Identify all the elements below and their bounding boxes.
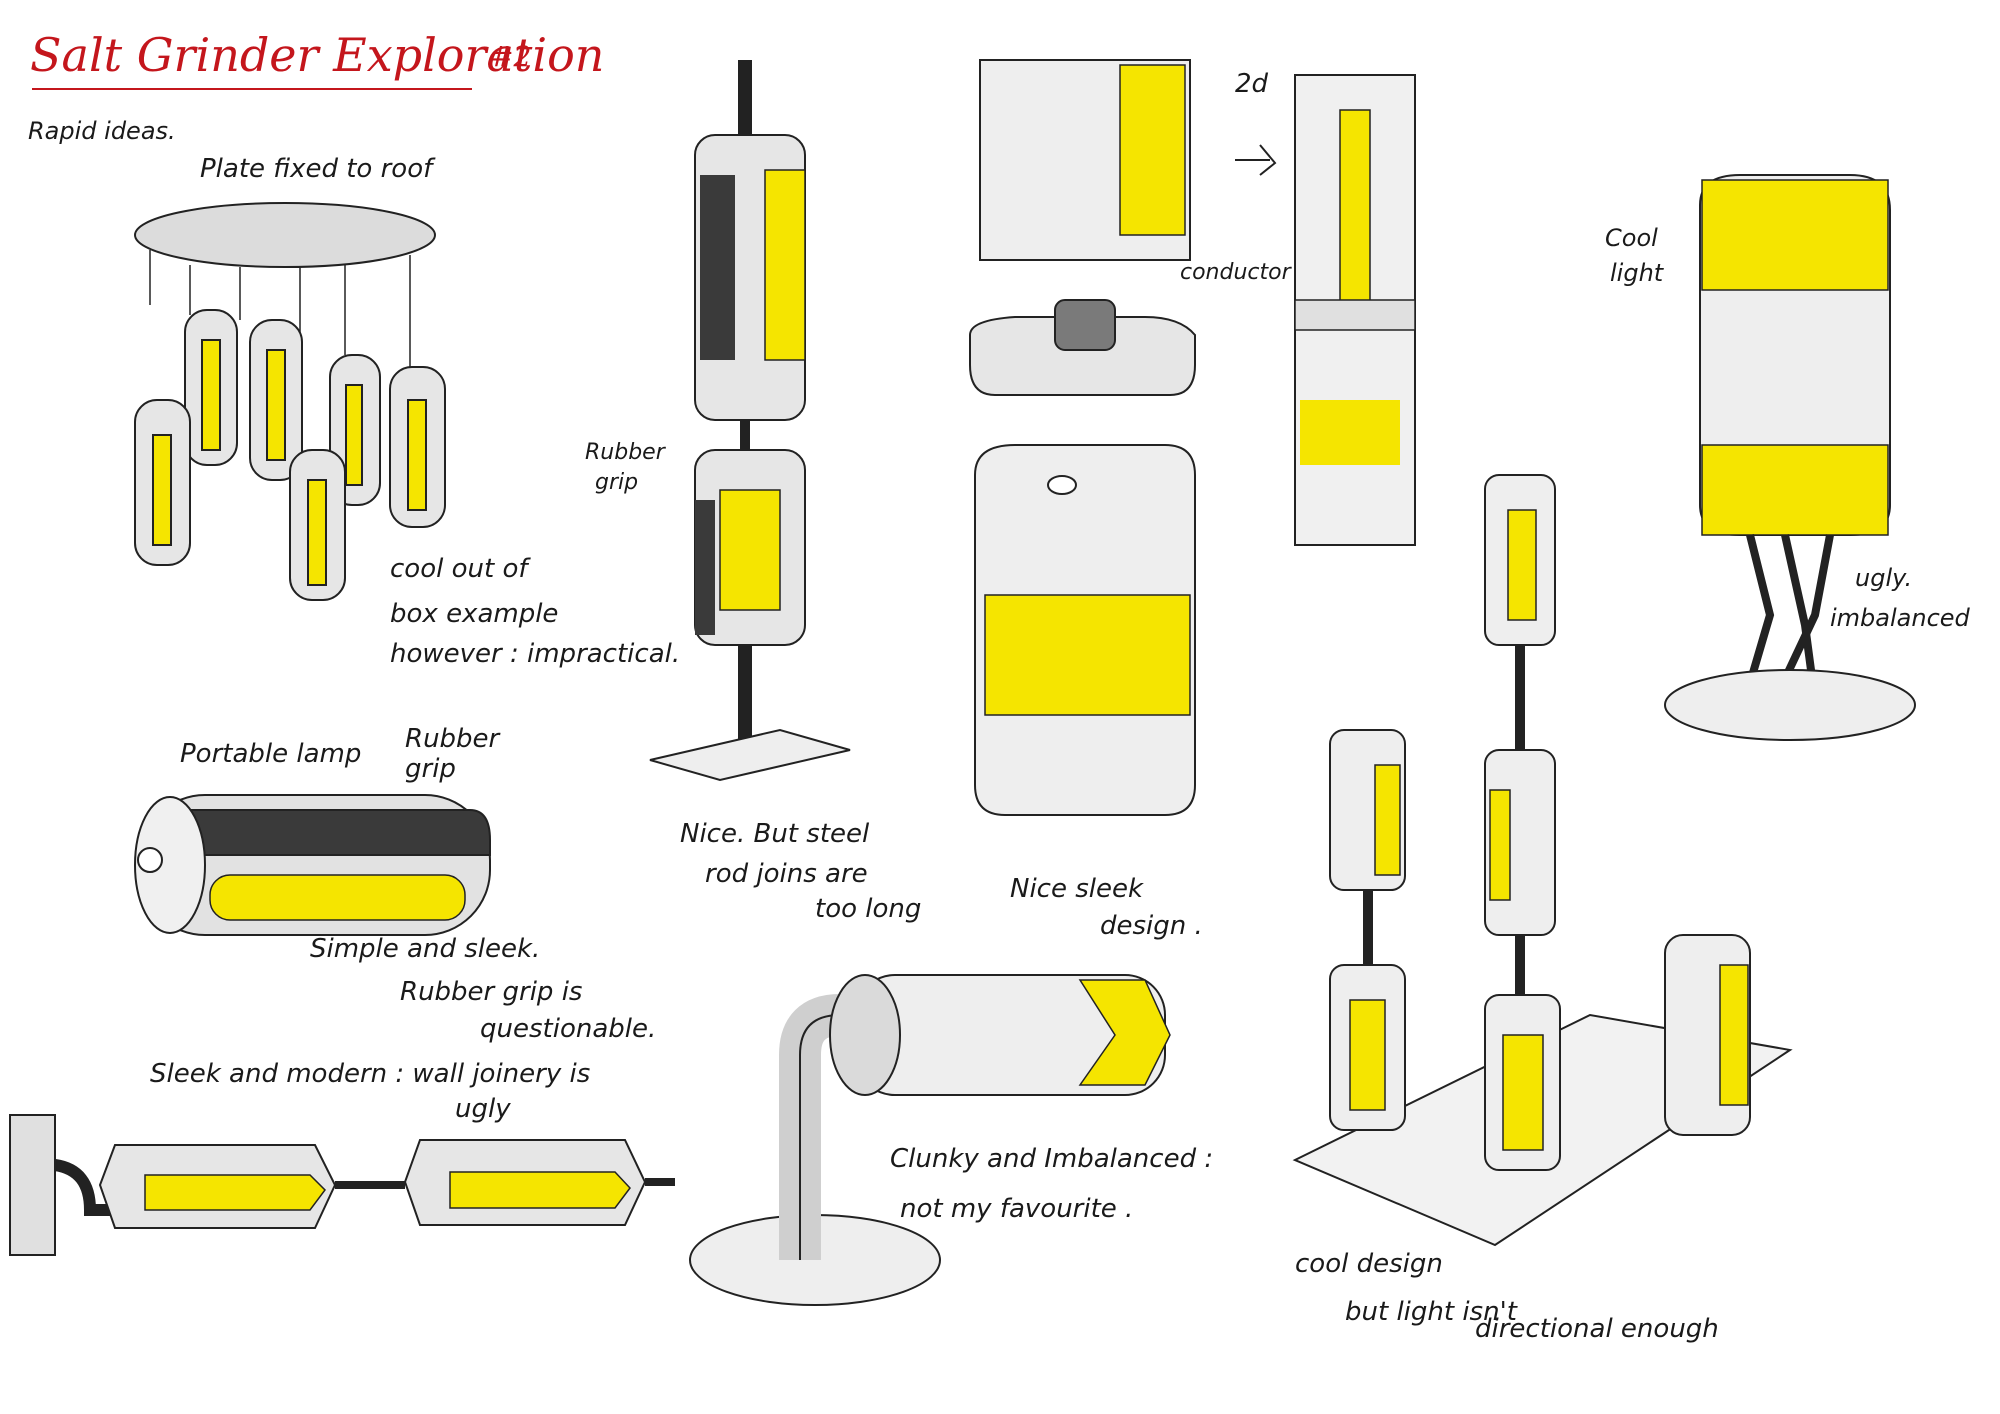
cluster-lamp-sketch — [1292, 474, 1793, 1247]
portable-grip-label-2: grip — [405, 754, 456, 784]
page-title-suffix: #2 — [490, 40, 532, 73]
hanging-comment-line-3: however : impractical. — [390, 639, 681, 669]
legs-light-label-2: light — [1610, 259, 1664, 287]
tower-grip-label-1: Rubber — [585, 440, 665, 465]
sleek-block-sketch — [969, 59, 1196, 816]
cluster-comment-line-1: cool design — [1295, 1249, 1443, 1279]
wall-comment-line-1: Sleek and modern : wall joinery is — [150, 1059, 591, 1089]
tower-grip-label-2: grip — [595, 470, 639, 495]
lamp-on-legs-sketch — [1664, 174, 1916, 741]
hanging-plate-label: Plate fixed to roof — [200, 154, 433, 184]
subheading: Rapid ideas. — [28, 117, 176, 145]
legs-comment-line-2: imbalanced — [1830, 604, 1970, 632]
block-comment-line-1: Nice sleek — [1010, 874, 1144, 904]
block-conductor-label: conductor — [1180, 260, 1291, 285]
block-comment-line-2: design . — [1100, 911, 1203, 941]
cluster-comment-line-3: directional enough — [1475, 1314, 1719, 1344]
hanging-comment-line-2: box example — [390, 599, 559, 629]
portable-comment-line-3: questionable. — [480, 1014, 657, 1044]
legs-light-label-1: Cool — [1605, 224, 1658, 252]
tower-lamp-sketch — [649, 60, 851, 782]
hanging-pendant-sketch — [134, 202, 446, 601]
tower-comment-line-1: Nice. But steel — [680, 819, 870, 849]
portable-comment-line-2: Rubber grip is — [400, 977, 583, 1007]
tower-comment-line-3: too long — [815, 894, 922, 924]
portable-grip-label-1: Rubber — [405, 724, 500, 754]
title-underline — [32, 88, 472, 90]
elevation-2d-sketch — [1235, 74, 1416, 546]
portable-lamp-label: Portable lamp — [180, 739, 362, 769]
bent-comment-line-2: not my favourite . — [900, 1194, 1134, 1224]
bent-pipe-lamp-sketch — [689, 974, 1171, 1306]
portable-comment-line-1: Simple and sleek. — [310, 934, 541, 964]
portable-lamp-sketch — [134, 794, 491, 936]
legs-comment-line-1: ugly. — [1855, 564, 1913, 592]
wall-comment-line-2: ugly — [455, 1094, 511, 1124]
wall-mounted-sketch — [9, 1114, 675, 1256]
tower-comment-line-2: rod joins are — [705, 859, 868, 889]
bent-comment-line-1: Clunky and Imbalanced : — [890, 1144, 1214, 1174]
page-title: Salt Grinder Exploration — [30, 28, 605, 82]
arrow-label: 2d — [1235, 69, 1269, 99]
cluster-comment-line-2: but light isn't — [1345, 1297, 1517, 1327]
hanging-comment-line-1: cool out of — [390, 554, 528, 584]
